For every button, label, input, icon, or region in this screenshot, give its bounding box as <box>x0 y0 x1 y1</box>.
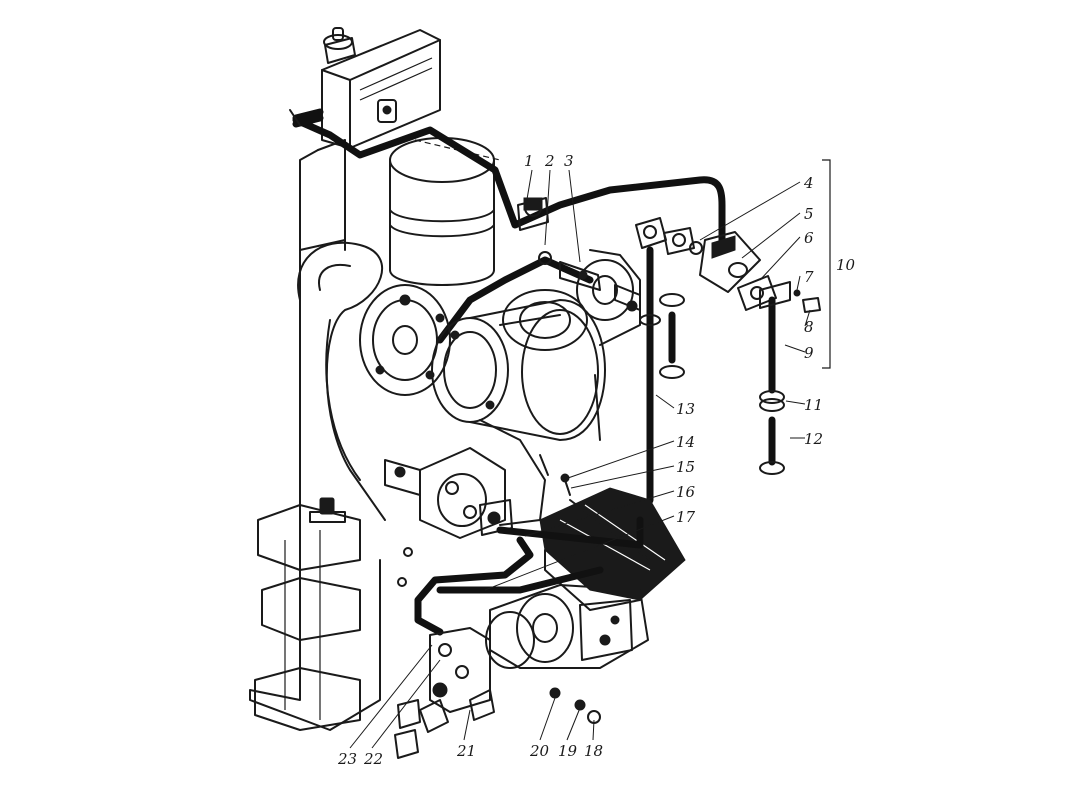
oil-pipe-mid <box>436 251 601 344</box>
callout-9: 9 <box>804 344 814 362</box>
callout-5: 5 <box>804 205 814 223</box>
callout-21: 21 <box>456 742 476 760</box>
callout-10: 10 <box>836 256 856 274</box>
callout-labels: 1 2 3 4 5 6 7 8 9 10 11 12 13 14 15 16 1… <box>337 152 856 768</box>
callout-19: 19 <box>558 742 578 760</box>
return-pipe-13 <box>636 246 685 524</box>
starter-motor <box>485 584 649 669</box>
expansion-tank <box>321 27 441 149</box>
outlet-duct-assembly <box>635 217 821 475</box>
oil-filter-adapter <box>384 447 513 539</box>
group-bracket-10 <box>822 159 831 369</box>
callout-20: 20 <box>529 742 550 760</box>
callout-22: 22 <box>363 750 383 768</box>
callout-18: 18 <box>584 742 603 760</box>
callout-17: 17 <box>676 508 696 526</box>
callout-8: 8 <box>804 318 814 336</box>
coolant-pipe-upper <box>289 108 726 254</box>
bolt-15 <box>560 473 571 496</box>
callout-16: 16 <box>676 483 696 501</box>
fuel-fittings <box>394 627 601 759</box>
leader-lines <box>349 169 811 749</box>
callout-1: 1 <box>524 152 534 170</box>
callout-23: 23 <box>337 750 357 768</box>
engine-block <box>249 139 413 731</box>
callout-7: 7 <box>804 268 814 286</box>
callout-6: 6 <box>804 229 814 247</box>
callout-14: 14 <box>676 433 695 451</box>
callout-12: 12 <box>804 430 823 448</box>
muffler <box>539 487 686 611</box>
oil-lines-lower <box>414 516 644 636</box>
callout-4: 4 <box>803 174 814 192</box>
callout-13: 13 <box>676 400 695 418</box>
callout-3: 3 <box>564 152 574 170</box>
pump-housing-center <box>359 249 641 526</box>
callout-15: 15 <box>676 458 695 476</box>
callout-2: 2 <box>544 152 555 170</box>
callout-11: 11 <box>804 396 823 414</box>
